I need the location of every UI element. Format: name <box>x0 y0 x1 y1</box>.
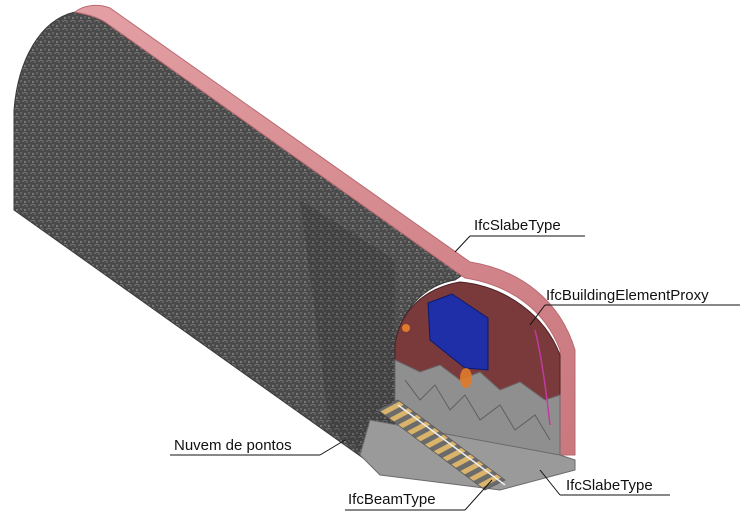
leader-line-slab-bottom <box>539 469 561 496</box>
label-text-beam: IfcBeamType <box>348 491 436 508</box>
label-text-slab-top: IfcSlabeType <box>474 217 561 234</box>
label-point-cloud: Nuvem de pontos <box>170 437 346 456</box>
label-proxy: IfcBuildingElementProxy <box>529 287 740 326</box>
top-slab-shell <box>73 4 576 456</box>
leader-line-slab-top <box>454 235 471 253</box>
leader-line-point-cloud <box>319 439 346 456</box>
leader-line-proxy <box>529 304 546 326</box>
beam-elements <box>377 399 506 491</box>
building-element-proxy <box>402 293 551 426</box>
label-slab-bottom: IfcSlabeType <box>539 469 670 496</box>
label-slab-top: IfcSlabeType <box>454 217 585 253</box>
leader-line-beam <box>464 479 493 511</box>
label-beam: IfcBeamType <box>345 479 493 511</box>
label-text-point-cloud: Nuvem de pontos <box>174 437 292 454</box>
label-text-proxy: IfcBuildingElementProxy <box>546 287 709 304</box>
point-cloud-body <box>13 9 471 477</box>
label-text-slab-bottom: IfcSlabeType <box>566 477 653 494</box>
